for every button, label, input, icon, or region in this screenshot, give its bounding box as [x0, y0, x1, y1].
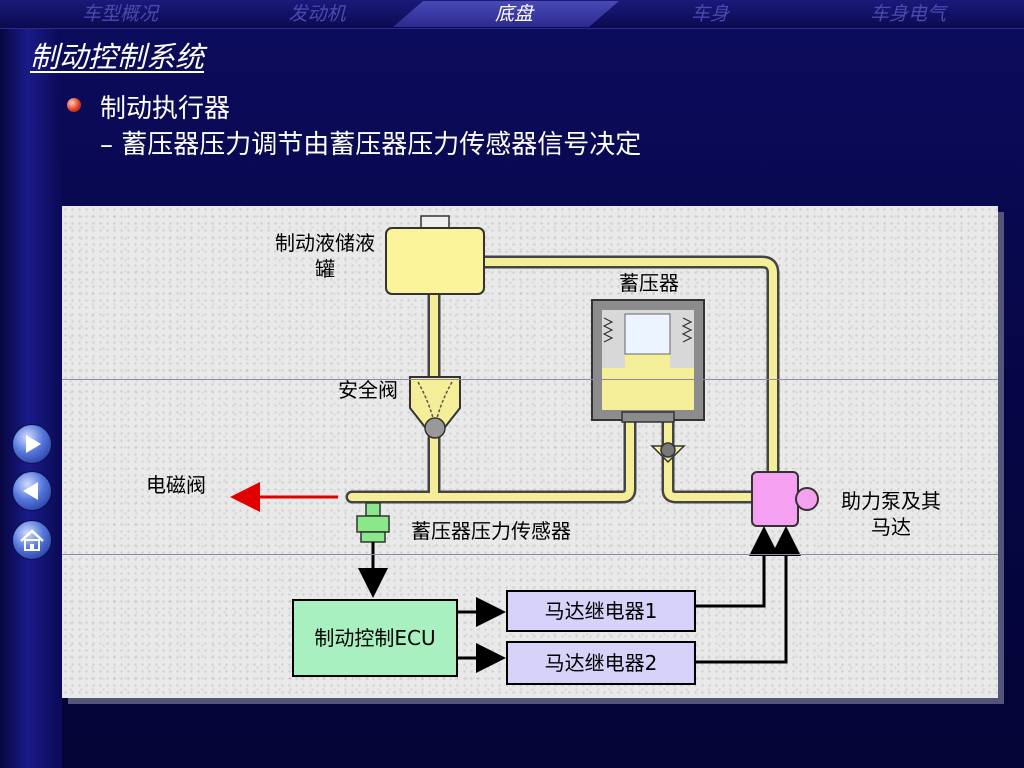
back-button[interactable] — [12, 471, 52, 511]
reservoir-label: 制动液储液罐 — [275, 231, 375, 281]
home-button[interactable] — [12, 520, 52, 560]
back-icon — [23, 482, 38, 500]
bullet-text: 制动执行器 — [100, 94, 231, 124]
sub-bullet-text: – 蓄压器压力调节由蓄压器压力传感器信号决定 — [100, 130, 642, 160]
pressure-sensor — [356, 502, 390, 543]
home-icon — [20, 529, 44, 551]
pump-label: 助力泵及其马达 — [841, 489, 941, 539]
sensor-label: 蓄压器压力传感器 — [411, 519, 571, 543]
divider-line — [62, 554, 998, 555]
tab-engine[interactable]: 发动机 — [288, 3, 346, 25]
divider-line — [62, 379, 998, 380]
ecu-box: 制动控制ECU — [292, 599, 458, 677]
accumulator-label: 蓄压器 — [619, 271, 679, 295]
tab-vehicle-overview[interactable]: 车型概况 — [81, 3, 158, 25]
pump — [751, 471, 819, 527]
accumulator — [591, 299, 705, 423]
page-title: 制动控制系统 — [30, 40, 205, 74]
bullet-icon — [67, 98, 81, 112]
relief-valve-label: 安全阀 — [338, 378, 398, 402]
signal-wires — [358, 526, 801, 673]
relief-valve — [409, 376, 461, 439]
tab-body-electrical[interactable]: 车身电气 — [869, 3, 946, 25]
motor-relay-2: 马达继电器2 — [506, 641, 696, 685]
reservoir — [385, 215, 485, 295]
motor-relay-1: 马达继电器1 — [506, 590, 696, 632]
next-button[interactable] — [12, 424, 52, 464]
solenoid-label: 电磁阀 — [146, 473, 206, 497]
active-tab-highlight — [393, 1, 619, 27]
hydraulic-pipes — [345, 255, 780, 504]
nav-bar: 车型概况 发动机 底盘 车身 车身电气 — [0, 0, 1024, 29]
check-valve — [650, 442, 686, 464]
next-icon — [26, 435, 41, 453]
left-strip — [0, 0, 62, 768]
tab-body[interactable]: 车身 — [690, 3, 729, 25]
tab-chassis[interactable]: 底盘 — [494, 3, 533, 25]
